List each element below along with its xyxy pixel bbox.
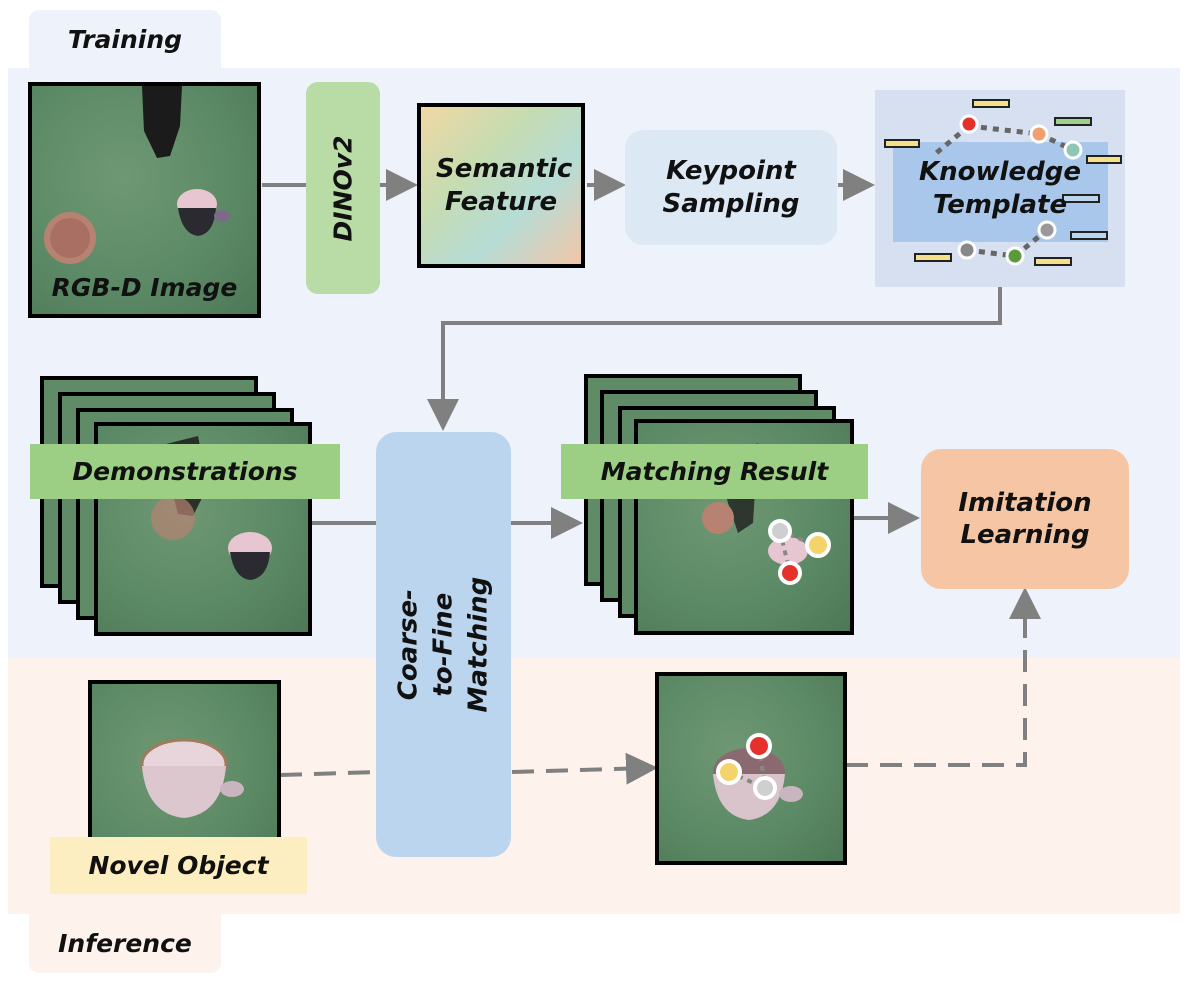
- keypoint-red: [959, 114, 979, 134]
- result-keypoint-gray: [768, 519, 792, 543]
- keypoint-sampling-box: Keypoint Sampling: [625, 130, 837, 245]
- keypoint-teal: [1063, 140, 1083, 160]
- keypoint-gray: [957, 240, 977, 260]
- scene-illustration: [44, 86, 230, 264]
- novel-object-label: Novel Object: [88, 851, 269, 880]
- novel-object-label-box: Novel Object: [50, 837, 307, 894]
- arrow-template-matching: [427, 287, 1002, 431]
- arrow-novel-matching: [279, 770, 378, 777]
- matching-result-label: Matching Result: [600, 457, 829, 486]
- result-keypoint-red: [778, 561, 802, 585]
- imitation-learning-label: Imitation Learning: [958, 487, 1092, 551]
- keypoint-green: [1005, 246, 1025, 266]
- inference-tab: Inference: [29, 913, 221, 973]
- dinov2-label: DINOv2: [328, 135, 358, 241]
- semantic-feature-box: Semantic Feature: [417, 103, 585, 268]
- inference-label: Inference: [58, 928, 192, 958]
- imitation-learning-box: Imitation Learning: [921, 449, 1129, 589]
- keypoint-gray2: [1037, 220, 1057, 240]
- training-tab: Training: [29, 10, 221, 68]
- matching-result-label-box: Matching Result: [561, 444, 868, 499]
- inference-keypoint-yellow: [716, 759, 742, 785]
- result-keypoint-yellow: [805, 532, 831, 558]
- novel-cup-illustration: [140, 738, 244, 818]
- rgbd-label: RGB-D Image: [51, 273, 238, 302]
- matching-box: Coarse-to-Fine Matching: [376, 432, 511, 857]
- matching-label: Coarse-to-Fine Matching: [392, 576, 494, 713]
- keypoint-sampling-label: Keypoint Sampling: [662, 156, 800, 219]
- inference-output-scene: [713, 733, 803, 820]
- knowledge-template-label: Knowledge Template: [919, 157, 1081, 220]
- knowledge-template-box: Knowledge Template: [875, 90, 1125, 287]
- keypoint-graph: [884, 99, 1122, 266]
- dinov2-box: DINOv2: [306, 82, 380, 294]
- training-label: Training: [67, 24, 183, 54]
- arrow-output-imitation: [846, 587, 1041, 767]
- semantic-feature-label: Semantic Feature: [436, 154, 573, 217]
- inference-keypoint-gray: [753, 776, 777, 800]
- rgbd-image: RGB-D Image: [28, 82, 261, 318]
- arrow-matching-output: [511, 752, 658, 785]
- keypoint-orange: [1029, 124, 1049, 144]
- inference-keypoint-red: [746, 733, 772, 759]
- demonstrations-label-box: Demonstrations: [30, 444, 340, 499]
- gripper-shape: [142, 86, 182, 158]
- demonstrations-label: Demonstrations: [72, 457, 298, 486]
- inference-output-image: [655, 672, 847, 865]
